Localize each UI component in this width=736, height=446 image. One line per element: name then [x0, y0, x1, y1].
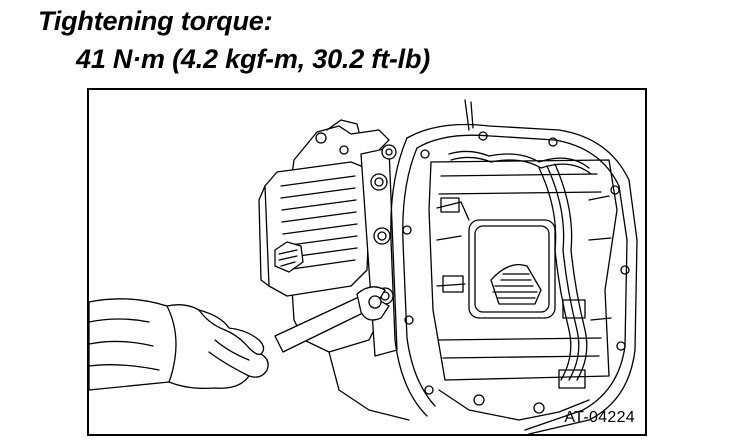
wrench [274, 286, 390, 353]
torque-value: 41 N·m (4.2 kgf-m, 30.2 ft-lb) [76, 44, 431, 74]
figure-code: AT-04224 [564, 409, 635, 426]
transmission-illustration [89, 99, 638, 434]
case-gasket [390, 99, 638, 434]
lower-case [328, 351, 590, 421]
side-cover [258, 161, 372, 297]
torque-heading: Tightening torque: [38, 6, 273, 36]
illustration-frame: AT-04224 [87, 88, 647, 436]
valve-body [428, 150, 618, 389]
hand [89, 298, 269, 391]
